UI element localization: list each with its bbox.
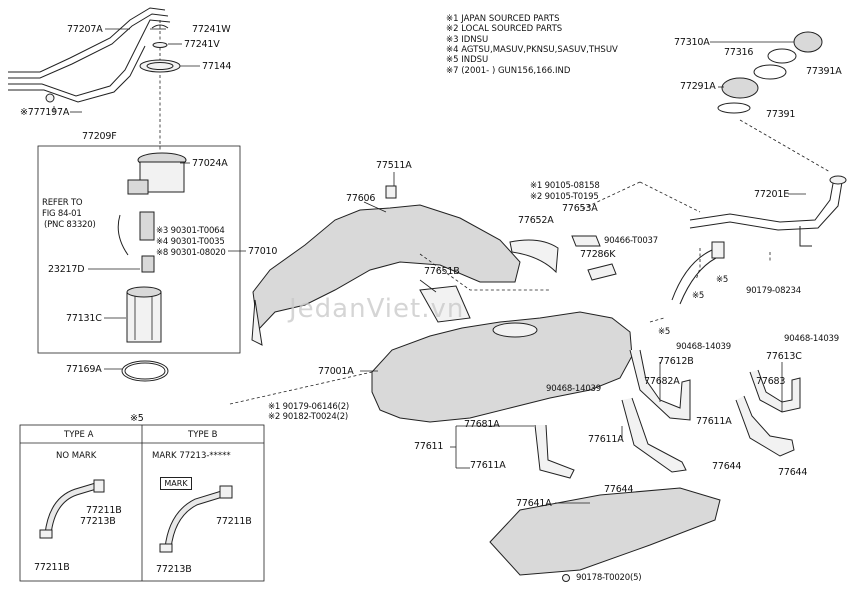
label-77611A-3: 77611A bbox=[696, 416, 732, 427]
label-90468-14039-b: 90468-14039 bbox=[784, 334, 839, 344]
mark-tag: MARK bbox=[160, 477, 192, 490]
label-77310A: 77310A bbox=[674, 37, 710, 48]
note-5-marker-b: ※5 bbox=[692, 291, 705, 301]
label-77001A: 77001A bbox=[318, 366, 354, 377]
label-77391A: 77391A bbox=[806, 66, 842, 77]
label-77209F: 77209F bbox=[82, 131, 117, 142]
breather-hose bbox=[671, 249, 713, 301]
label-77682A: 77682A bbox=[644, 376, 680, 387]
fig-reference: FIG 84-01 bbox=[42, 209, 82, 219]
strainer-23217D bbox=[141, 255, 155, 273]
label-77241V: 77241V bbox=[184, 39, 220, 50]
clip-77197A bbox=[45, 93, 55, 103]
label-77197A: ※777197A bbox=[20, 107, 70, 118]
label-90466-T0037: 90466-T0037 bbox=[604, 236, 658, 246]
label-77681A: 77681A bbox=[464, 419, 500, 430]
type-a-label-77211B-2: 77211B bbox=[34, 562, 70, 573]
label-77611A-2: 77611A bbox=[588, 434, 624, 445]
strap-77681A bbox=[534, 424, 575, 479]
label-77391: 77391 bbox=[766, 109, 796, 120]
label-23217D: 23217D bbox=[48, 264, 85, 275]
label-77131C: 77131C bbox=[66, 313, 102, 324]
label-77010: 77010 bbox=[248, 246, 278, 257]
protector-77606 bbox=[252, 204, 521, 332]
pump-cup-77131C bbox=[126, 291, 162, 343]
note-5-marker-c: ※5 bbox=[658, 327, 671, 337]
fuel-tank-77001A bbox=[371, 311, 633, 423]
note-3: ※3 IDNSU bbox=[446, 35, 489, 45]
label-77316: 77316 bbox=[724, 47, 754, 58]
gasket-77169A bbox=[121, 360, 169, 382]
note-5: ※5 INDSU bbox=[446, 55, 489, 65]
mark-77213-text: MARK 77213-***** bbox=[152, 451, 231, 461]
filler-pipe-77201E bbox=[689, 177, 835, 223]
label-90301-T0035: ※4 90301-T0035 bbox=[156, 237, 225, 247]
note-5-marker-a: ※5 bbox=[716, 275, 729, 285]
strap-77682A bbox=[629, 349, 691, 421]
note-5-marker: ※5 bbox=[130, 413, 144, 424]
protector-77652A bbox=[509, 239, 559, 274]
type-b-label-77213B: 77213B bbox=[156, 564, 192, 575]
label-77644-3: 77644 bbox=[778, 467, 808, 478]
protector-77641A bbox=[489, 487, 721, 576]
label-77612B: 77612B bbox=[658, 356, 694, 367]
label-90179-06146: ※1 90179-06146(2) bbox=[268, 402, 350, 412]
note-6: ※7 (2001- ) GUN156,166.IND bbox=[446, 66, 571, 76]
type-b-label-77211B: 77211B bbox=[216, 516, 252, 527]
no-mark-text: NO MARK bbox=[56, 451, 97, 461]
label-77611A-1: 77611A bbox=[470, 460, 506, 471]
label-77644-1: 77644 bbox=[604, 484, 634, 495]
label-77683: 77683 bbox=[756, 376, 786, 387]
label-77611: 77611 bbox=[414, 441, 444, 452]
type-a-heading: TYPE A bbox=[64, 430, 94, 440]
type-a-label-77213B: 77213B bbox=[80, 516, 116, 527]
label-77644-2: 77644 bbox=[712, 461, 742, 472]
label-90301-T0064: ※3 90301-T0064 bbox=[156, 226, 225, 236]
type-a-label-77211B: 77211B bbox=[86, 505, 122, 516]
label-77606: 77606 bbox=[346, 193, 376, 204]
label-90178-T0020: 90178-T0020(5) bbox=[576, 573, 642, 583]
label-77207A: 77207A bbox=[67, 24, 103, 35]
label-77511A: 77511A bbox=[376, 160, 412, 171]
label-77241W: 77241W bbox=[192, 24, 231, 35]
fuel-line-upper bbox=[8, 7, 166, 73]
watermark: JedanViet.vn bbox=[289, 294, 465, 324]
label-77653A: 77653A bbox=[562, 203, 598, 214]
pump-assembly-frame bbox=[37, 145, 241, 354]
pnc-reference: (PNC 83320) bbox=[44, 220, 96, 230]
label-77201E: 77201E bbox=[754, 189, 790, 200]
note-2: ※2 LOCAL SOURCED PARTS bbox=[446, 24, 563, 34]
label-90105-T0195: ※2 90105-T0195 bbox=[530, 192, 599, 202]
label-77024A: 77024A bbox=[192, 158, 228, 169]
note-1: ※1 JAPAN SOURCED PARTS bbox=[446, 14, 560, 24]
label-77169A: 77169A bbox=[66, 364, 102, 375]
label-77613C: 77613C bbox=[766, 351, 802, 362]
label-77652A: 77652A bbox=[518, 215, 554, 226]
label-90301-08020: ※8 90301-08020 bbox=[156, 248, 226, 258]
label-77291A: 77291A bbox=[680, 81, 716, 92]
note-4: ※4 AGTSU,MASUV,PKNSU,SASUV,THSUV bbox=[446, 45, 618, 55]
label-77286K: 77286K bbox=[580, 249, 616, 260]
label-77144: 77144 bbox=[202, 61, 232, 72]
label-90468-14039-c: 90468-14039 bbox=[546, 384, 601, 394]
strap-77683 bbox=[749, 369, 801, 413]
label-90468-14039-a: 90468-14039 bbox=[676, 342, 731, 352]
label-90182-T0024: ※2 90182-T0024(2) bbox=[268, 412, 349, 422]
type-b-heading: TYPE B bbox=[188, 430, 218, 440]
label-90105-08158: ※1 90105-08158 bbox=[530, 181, 600, 191]
refer-to-text: REFER TO bbox=[42, 198, 83, 208]
label-77641A: 77641A bbox=[516, 498, 552, 509]
label-90179-08234: 90179-08234 bbox=[746, 286, 801, 296]
label-77651B: 77651B bbox=[424, 266, 460, 277]
